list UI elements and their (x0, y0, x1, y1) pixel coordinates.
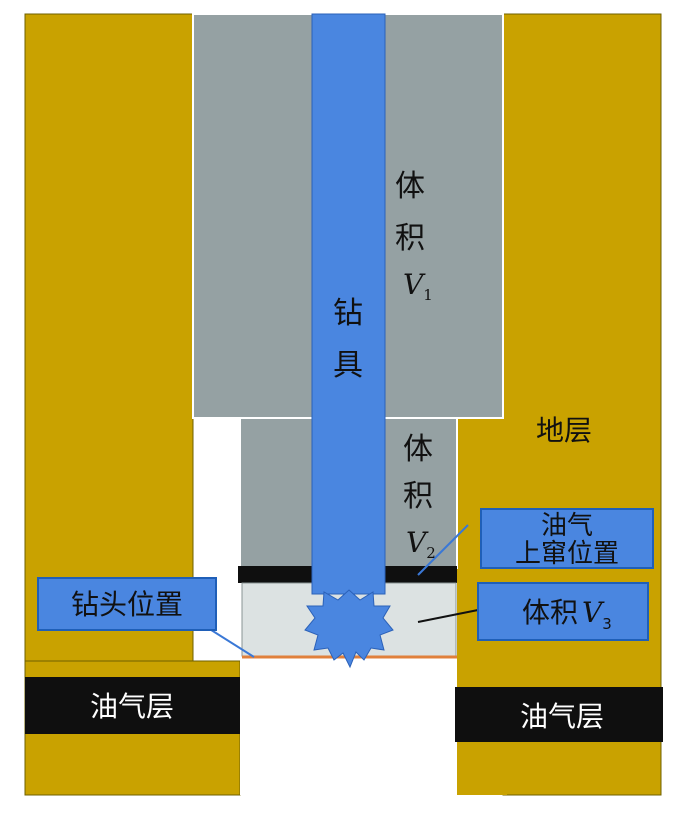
stratum-left-upper (24, 13, 194, 662)
callout-volume-v3-box (477, 582, 649, 641)
volume-v2-var-letter: V (406, 526, 429, 559)
open-hole (240, 659, 457, 795)
leader-oil-gas-window (417, 524, 469, 576)
volume-v1-char1: 体 (395, 169, 425, 204)
volume-v2-sub: 2 (426, 544, 436, 562)
volume-v3-sub: 3 (602, 615, 612, 633)
bit-position-label: 钻头位置 (71, 588, 183, 621)
volume-v2-char2: 积 (403, 479, 433, 514)
volume-v2-char1: 体 (403, 432, 433, 467)
drill-tool-char1: 钻 (333, 296, 363, 331)
callout-oil-gas-window-box (480, 508, 654, 569)
reservoir-right (455, 687, 663, 742)
volume-v1-var: V1 (403, 268, 433, 304)
volume-v3-var: V (582, 596, 605, 629)
oil-gas-window-line2: 上窜位置 (515, 539, 619, 569)
stratum-right-upper (502, 13, 662, 796)
reservoir-right-label: 油气层 (520, 700, 604, 733)
volume-v1-sub: 1 (423, 286, 433, 304)
volume-v3-text: 体积 (522, 596, 578, 629)
drill-bit (304, 589, 394, 669)
volume-v1-char2: 积 (395, 221, 425, 256)
leader-volume-v3 (417, 609, 479, 623)
callout-bit-position-box (37, 577, 217, 631)
stratum-label: 地层 (536, 414, 592, 447)
reservoir-left-label: 油气层 (90, 690, 174, 723)
volume-v2-var: V2 (406, 526, 436, 562)
leader-bit-position (207, 627, 255, 658)
drill-tool-char2: 具 (333, 348, 363, 383)
volume-v1-var-letter: V (403, 268, 426, 301)
drill-pipe (311, 13, 386, 595)
reservoir-left (25, 677, 240, 734)
oil-gas-window-line1: 油气 (541, 511, 593, 541)
